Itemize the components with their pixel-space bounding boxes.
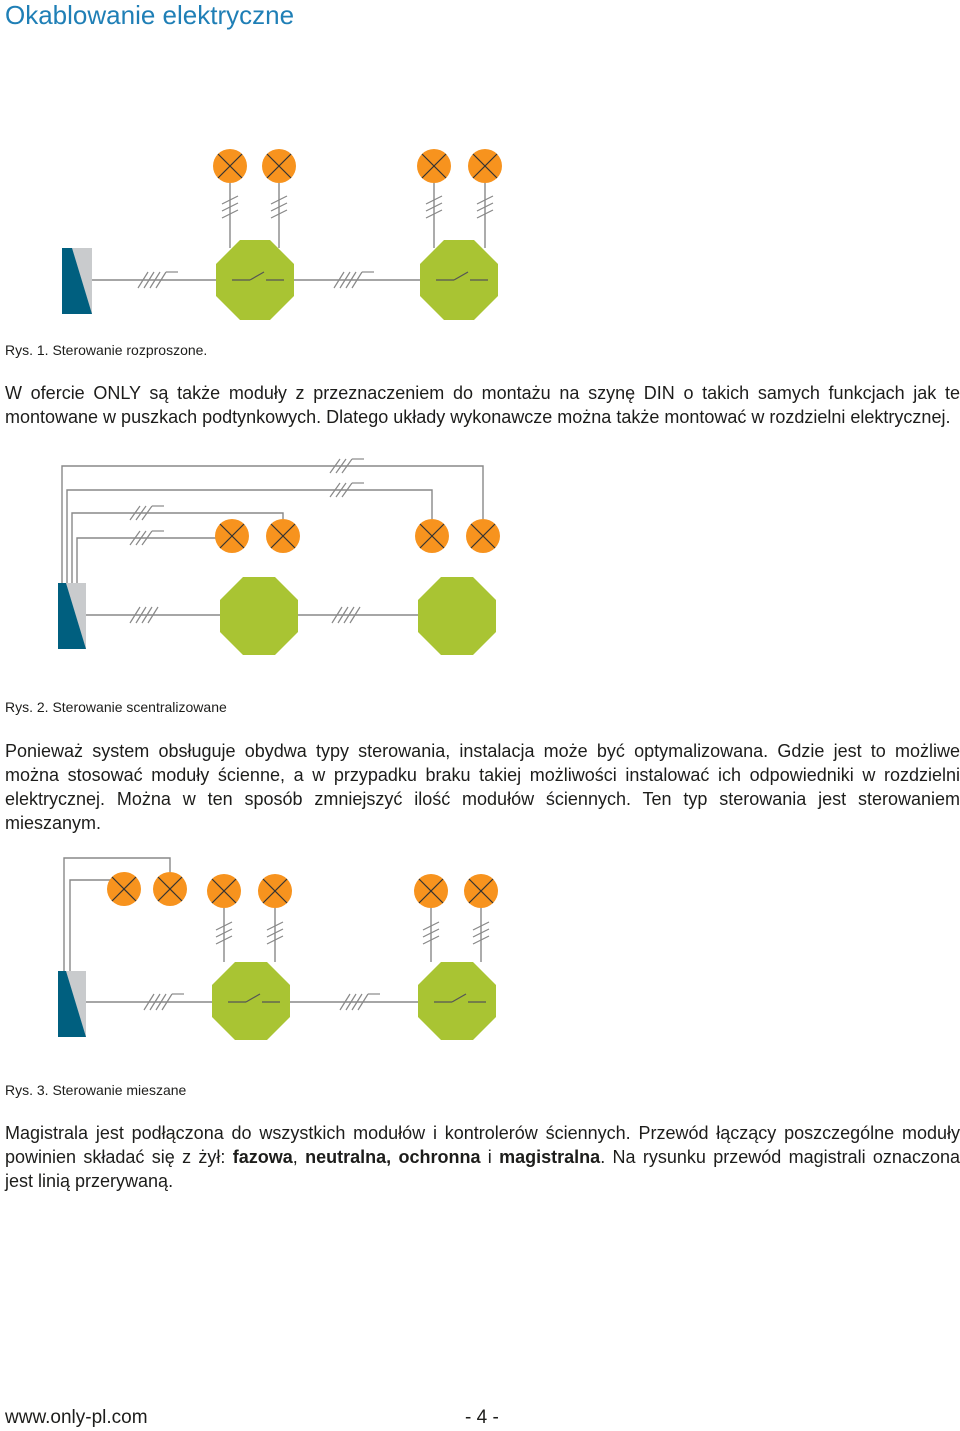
din-controller xyxy=(58,583,86,649)
footer-link[interactable]: www.only-pl.com xyxy=(5,1407,148,1428)
lamp-icon xyxy=(213,149,247,183)
lamp-icon xyxy=(266,519,300,553)
figure-caption: Rys. 2. Sterowanie scentralizowane xyxy=(5,699,227,715)
lamp-icon xyxy=(153,872,187,906)
figure-caption: Rys. 3. Sterowanie mieszane xyxy=(5,1082,187,1098)
paragraph: W ofercie ONLY są także moduły z przezna… xyxy=(5,383,960,427)
din-module xyxy=(220,577,298,655)
page-title: Okablowanie elektryczne xyxy=(5,0,295,30)
paragraph: Magistrala jest podłączona do wszystkich… xyxy=(5,1123,960,1191)
figure-caption: Rys. 1. Sterowanie rozproszone. xyxy=(5,342,208,358)
paragraph: Ponieważ system obsługuje obydwa typy st… xyxy=(5,741,960,833)
figure-mixed-control xyxy=(58,857,498,1040)
page-number: - 4 - xyxy=(465,1407,499,1428)
lamp-icon xyxy=(258,874,292,908)
din-module xyxy=(418,577,496,655)
lamp-icon xyxy=(466,519,500,553)
lamp-icon xyxy=(464,874,498,908)
lamp-icon xyxy=(417,149,451,183)
controller xyxy=(58,971,86,1037)
lamp-icon xyxy=(207,874,241,908)
wall-module xyxy=(212,962,290,1040)
wall-module xyxy=(216,240,294,320)
lamp-icon xyxy=(468,149,502,183)
lamp-icon xyxy=(414,874,448,908)
figure-centralized-control xyxy=(58,458,500,655)
figure-distributed-control xyxy=(62,149,502,320)
wall-module xyxy=(418,962,496,1040)
lamp-icon xyxy=(215,519,249,553)
wall-module xyxy=(420,240,498,320)
lamp-icon xyxy=(262,149,296,183)
lamp-icon xyxy=(107,872,141,906)
wall-controller xyxy=(62,248,92,314)
lamp-icon xyxy=(415,519,449,553)
